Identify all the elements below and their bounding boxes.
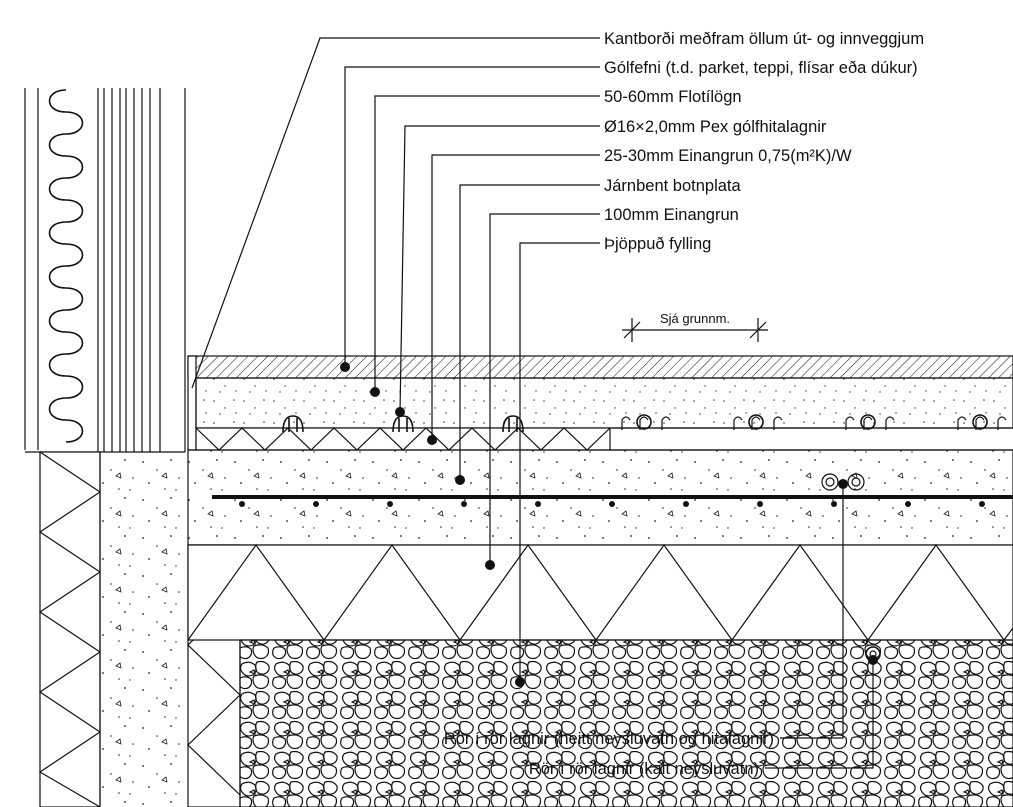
- label-pipe-hot: Rör í rör lagnir (heitt neysluvatn og hi…: [444, 730, 774, 748]
- dimension-marker: Sjá grunnm.: [622, 311, 768, 342]
- edge-strip: [187, 355, 197, 451]
- label-insulation-100: 100mm Einangrun: [604, 206, 739, 224]
- label-floor-covering: Gólfefni (t.d. parket, teppi, flísar eða…: [604, 59, 918, 77]
- insulation-100-layer: [187, 543, 1013, 642]
- dimension-label: Sjá grunnm.: [660, 311, 730, 326]
- pex-pipe-rails: [621, 414, 1007, 430]
- label-edge-strip: Kantborði meðfram öllum út- og innveggju…: [604, 30, 924, 48]
- floor-covering-layer: [187, 355, 1013, 379]
- thin-insulation-layer: [195, 427, 1013, 451]
- label-compacted-fill: Þjöppuð fylling: [604, 235, 711, 253]
- label-thin-insulation: 25-30mm Einangrun 0,75(m²K)/W: [604, 147, 852, 165]
- label-slab: Járnbent botnplata: [604, 177, 742, 195]
- compacted-fill: [239, 639, 1013, 807]
- wall-insulation-wave: [48, 89, 84, 443]
- screed-layer: [195, 377, 1013, 429]
- outer-wall: [24, 88, 186, 453]
- label-screed: 50-60mm Flotílögn: [604, 88, 742, 106]
- leader-lines: [191, 37, 878, 769]
- slab-rebar: [212, 495, 1013, 507]
- label-pipe-cold: Rör í rör lagnir (kalt neysluvatn): [529, 760, 759, 778]
- pipe-in-pipe-hot: [821, 473, 865, 491]
- label-pex-pipes: Ø16×2,0mm Pex gólfhitalagnir: [604, 118, 827, 136]
